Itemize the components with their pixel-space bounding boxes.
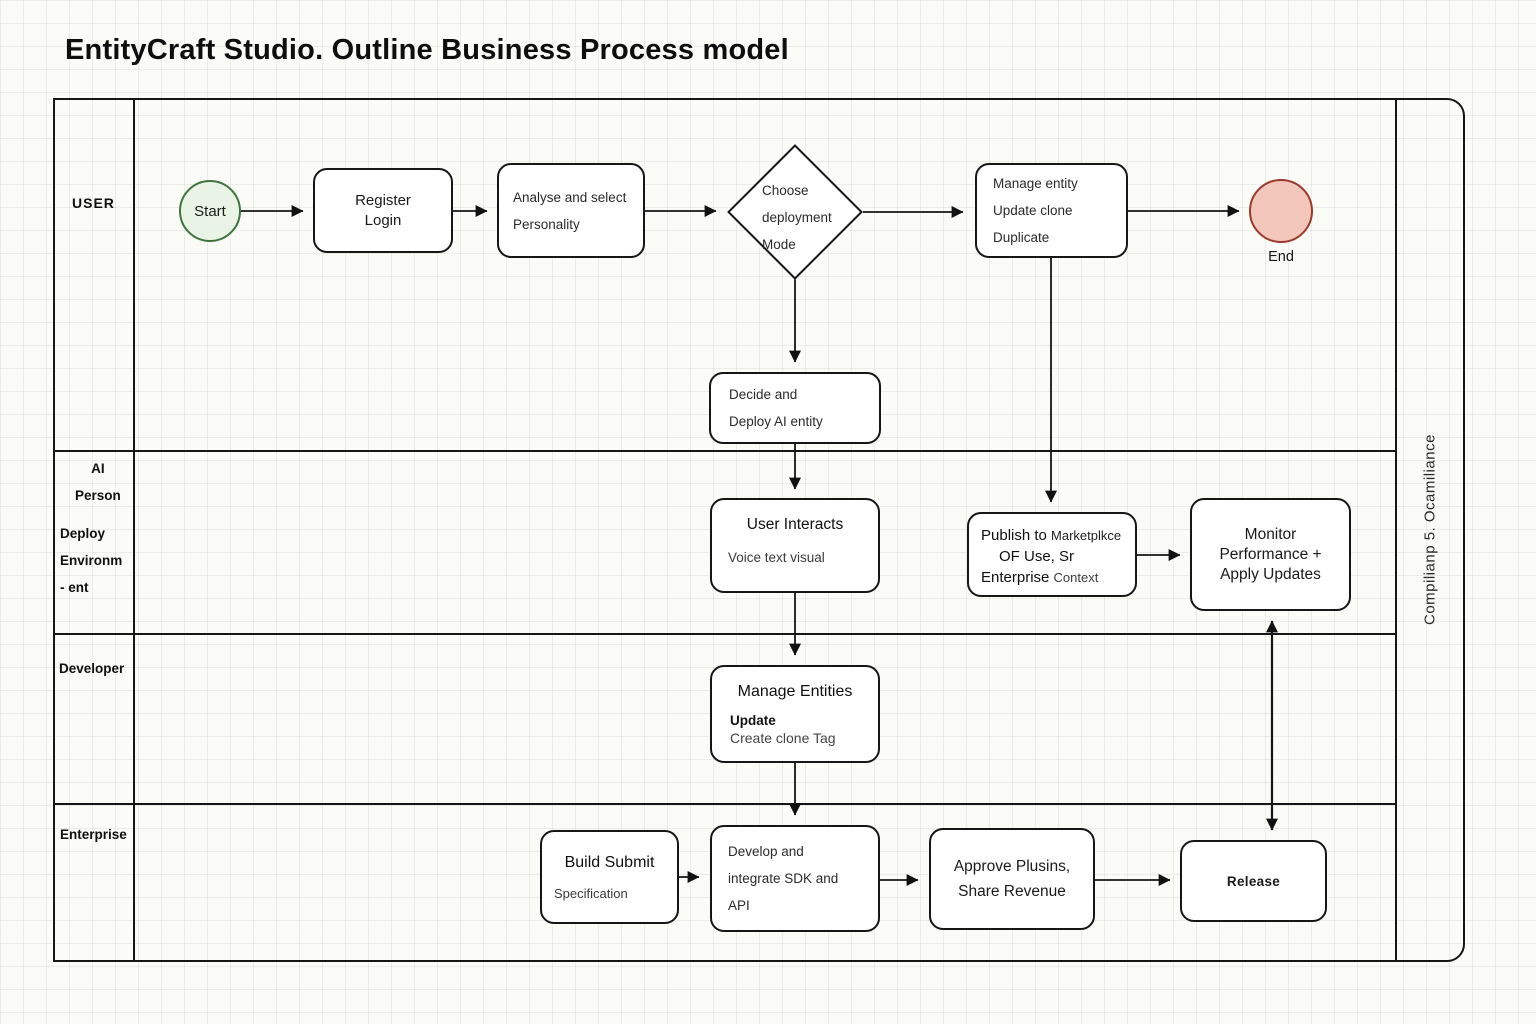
gateway-choose-deployment-label: Choose deployment Mode xyxy=(762,183,832,252)
task-manage-entities-title: Manage Entities xyxy=(737,683,853,700)
task-publish-line3a: Enterprise xyxy=(981,569,1054,586)
task-monitor-performance[interactable]: Monitor Performance + Apply Updates xyxy=(1190,498,1351,611)
task-develop-sdk[interactable]: Develop and integrate SDK and API xyxy=(710,825,880,932)
lane-divider-2 xyxy=(55,633,1397,635)
task-publish-marketplace[interactable]: Publish to Marketplkce OF Use, Sr Enterp… xyxy=(967,512,1137,597)
task-release-label: Release xyxy=(1226,873,1281,889)
task-decide-deploy[interactable]: Decide and Deploy AI entity xyxy=(709,372,881,444)
task-analyse-personality[interactable]: Analyse and select Personality xyxy=(497,163,645,258)
lane-divider-1 xyxy=(55,450,1397,452)
task-release[interactable]: Release xyxy=(1180,840,1327,922)
task-user-interacts-subtitle: Voice text visual xyxy=(728,550,825,565)
task-user-interacts-title: User Interacts xyxy=(746,516,844,533)
lane-label-ai-person-top: AI Person xyxy=(75,461,121,503)
task-develop-sdk-label: Develop and integrate SDK and API xyxy=(728,844,839,913)
lane-label-developer: Developer xyxy=(59,661,125,676)
task-publish-line1b: Marketplkce xyxy=(1051,528,1122,543)
task-publish-line1a: Publish to xyxy=(981,527,1052,544)
lane-label-compliance: Compilianp 5. Ocamiliance xyxy=(1421,434,1439,626)
task-build-submit-subtitle: Specification xyxy=(554,886,628,901)
lane-label-ai-person-bottom: Deploy Environm - ent xyxy=(60,526,123,595)
task-publish-line2: OF Use, Sr xyxy=(999,548,1075,565)
task-manage-entities-bold-line: Update xyxy=(730,713,776,728)
task-user-interacts[interactable]: User Interacts Voice text visual xyxy=(710,498,880,593)
end-event-label: End xyxy=(1268,249,1294,265)
end-event[interactable] xyxy=(1249,179,1313,243)
task-register-login[interactable]: Register Login xyxy=(313,168,453,253)
task-build-submit-title: Build Submit xyxy=(564,854,655,871)
start-event-label: Start xyxy=(194,202,226,220)
task-manage-entities[interactable]: Manage Entities Update Create clone Tag xyxy=(710,665,880,763)
page-title: EntityCraft Studio. Outline Business Pro… xyxy=(65,34,789,66)
task-manage-entities-sub-line: Create clone Tag xyxy=(730,730,836,746)
lane-label-enterprise: Enterprise xyxy=(60,827,127,842)
task-manage-entity-label: Manage entity Update clone Duplicate xyxy=(993,176,1078,245)
lane-label-user: USER xyxy=(72,195,115,211)
process-pool xyxy=(53,98,1465,962)
lane-label-divider xyxy=(133,100,135,960)
task-register-login-label: Register Login xyxy=(355,191,411,229)
task-analyse-personality-label: Analyse and select Personality xyxy=(513,189,627,232)
task-decide-deploy-label: Decide and Deploy AI entity xyxy=(729,387,823,429)
lane-divider-3 xyxy=(55,803,1397,805)
task-manage-entity[interactable]: Manage entity Update clone Duplicate xyxy=(975,163,1128,258)
compliance-lane-divider xyxy=(1395,100,1397,960)
start-event[interactable]: Start xyxy=(179,180,241,242)
task-approve-plugins-label: Approve Plusins, Share Revenue xyxy=(953,858,1071,900)
task-approve-plugins[interactable]: Approve Plusins, Share Revenue xyxy=(929,828,1095,930)
task-build-submit[interactable]: Build Submit Specification xyxy=(540,830,679,924)
task-monitor-performance-label: Monitor Performance + Apply Updates xyxy=(1219,525,1322,583)
task-publish-line3b: Context xyxy=(1053,570,1099,585)
